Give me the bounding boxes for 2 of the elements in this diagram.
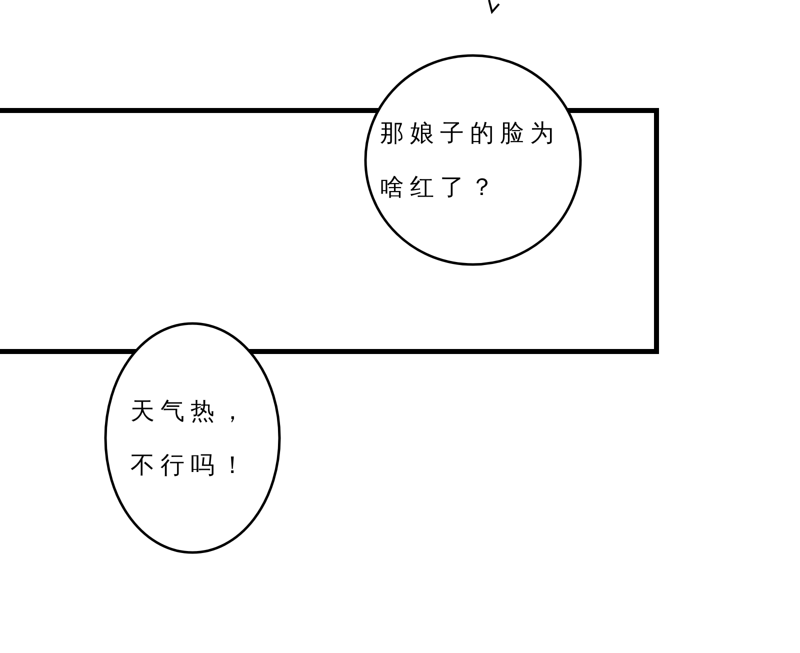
speech-text: 那娘子的脸为啥红了？ <box>380 118 561 203</box>
speech-text: 天气热，不行吗！ <box>130 396 252 481</box>
